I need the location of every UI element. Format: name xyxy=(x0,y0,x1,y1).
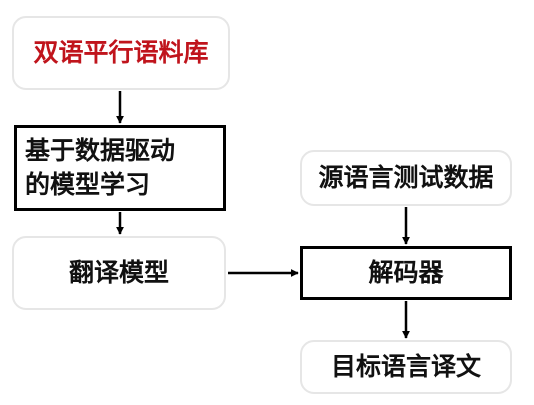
test-data-node: 源语言测试数据 xyxy=(300,150,512,206)
test-data-label: 源语言测试数据 xyxy=(318,163,494,193)
output-node: 目标语言译文 xyxy=(300,340,512,394)
model-node: 翻译模型 xyxy=(12,236,226,310)
corpus-node: 双语平行语料库 xyxy=(12,16,230,90)
training-label-line1: 基于数据驱动 xyxy=(25,136,176,166)
training-node: 基于数据驱动 的模型学习 xyxy=(14,125,226,211)
training-label: 基于数据驱动 的模型学习 xyxy=(25,134,175,202)
output-label: 目标语言译文 xyxy=(330,352,481,382)
model-label: 翻译模型 xyxy=(68,258,169,288)
decoder-label: 解码器 xyxy=(368,258,444,288)
training-label-line2: 的模型学习 xyxy=(25,170,151,199)
decoder-node: 解码器 xyxy=(300,246,512,300)
corpus-label: 双语平行语料库 xyxy=(33,38,209,68)
